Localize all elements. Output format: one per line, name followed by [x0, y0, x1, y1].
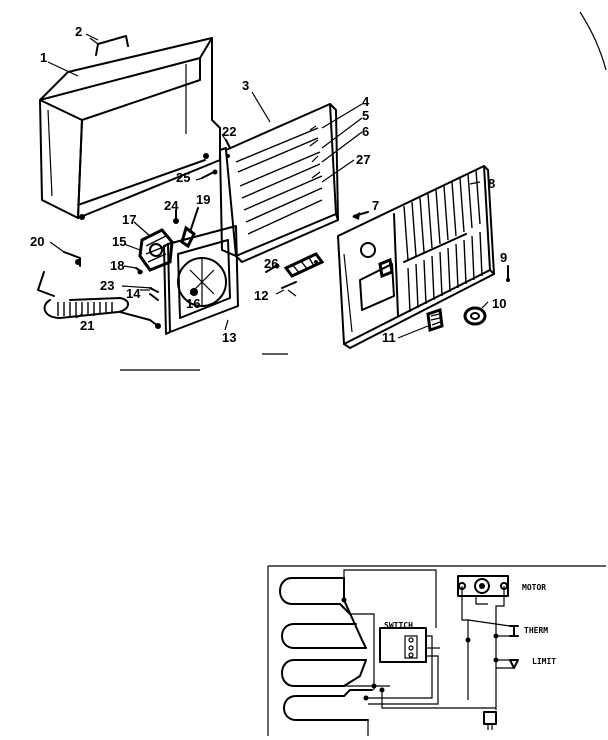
label-part-23: 23 [100, 278, 114, 293]
label-part-18: 18 [110, 258, 124, 273]
label-part-15: 15 [112, 234, 126, 249]
heating-element-coil [37, 271, 161, 329]
therm-label: THERM [524, 626, 548, 635]
label-part-8: 8 [488, 176, 495, 191]
label-part-24: 24 [164, 198, 179, 213]
label-part-26: 26 [264, 256, 278, 271]
label-part-7: 7 [372, 198, 379, 213]
thermostat-bulb [180, 207, 199, 249]
label-part-20: 20 [30, 234, 44, 249]
label-part-9: 9 [500, 250, 507, 265]
label-part-5: 5 [362, 108, 369, 123]
label-part-6: 6 [362, 124, 369, 139]
label-part-17: 17 [122, 212, 136, 227]
label-part-22: 22 [222, 124, 236, 139]
label-part-14: 14 [126, 286, 141, 301]
label-part-21: 21 [80, 318, 94, 333]
knob-11 [426, 307, 444, 333]
fan-frame [149, 225, 239, 335]
housing-cabinet [39, 37, 221, 220]
power-plug-symbol [483, 711, 497, 730]
screw-9 [506, 265, 510, 282]
heating-coil-symbol [279, 577, 373, 721]
exploded-parts-view: 1 2 3 4 5 6 7 8 9 10 11 12 13 14 15 16 1… [30, 11, 607, 371]
switch-parts [265, 252, 325, 297]
label-part-4: 4 [362, 94, 370, 109]
label-part-19: 19 [196, 192, 210, 207]
label-part-1: 1 [40, 50, 47, 65]
motor-label: MOTOR [522, 583, 546, 592]
clip-20 [63, 251, 81, 267]
label-part-16: 16 [186, 296, 200, 311]
wiring-diagram: SWITCH MOTOR THERM LIMIT [267, 565, 606, 736]
knob-10 [463, 306, 487, 326]
wires [343, 569, 514, 736]
part-number-labels: 1 2 3 4 5 6 7 8 9 10 11 12 13 14 15 16 1… [30, 24, 507, 345]
label-part-13: 13 [222, 330, 236, 345]
label-part-12: 12 [254, 288, 268, 303]
arrow-7 [352, 211, 369, 220]
label-part-10: 10 [492, 296, 506, 311]
screw-24 [173, 209, 179, 224]
label-part-3: 3 [242, 78, 249, 93]
motor-symbol: MOTOR [457, 575, 546, 597]
label-part-27: 27 [356, 152, 370, 167]
limit-label: LIMIT [532, 657, 556, 666]
front-grille-panel [337, 165, 495, 349]
therm-limit-symbols: THERM LIMIT [509, 625, 556, 669]
louver-grille-frame [219, 103, 339, 263]
screw-25 [201, 169, 218, 179]
motor-assembly [135, 228, 174, 275]
label-part-25: 25 [176, 170, 190, 185]
switch-block: SWITCH [379, 621, 427, 663]
junction-dots [341, 597, 499, 701]
leader-lines [47, 33, 489, 339]
handle-bracket [89, 35, 129, 56]
switch-label: SWITCH [384, 621, 413, 630]
label-part-11: 11 [382, 330, 396, 345]
scan-edge [579, 11, 607, 71]
label-part-2: 2 [75, 24, 82, 39]
